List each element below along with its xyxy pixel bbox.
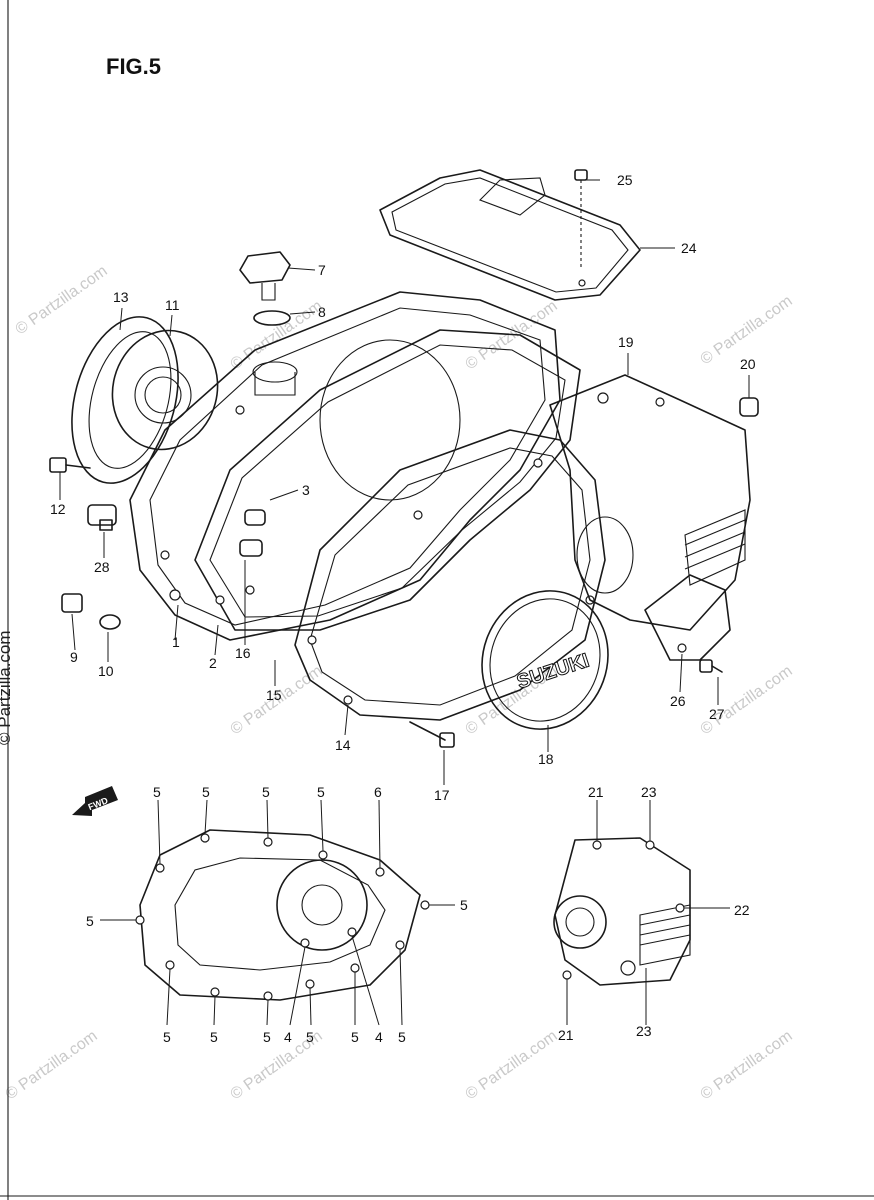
watermark: © Partzilla.com [13, 263, 111, 339]
callout-2: 2 [209, 655, 217, 671]
part-27-screw [699, 659, 723, 673]
watermarks: © Partzilla.com © Partzilla.com © Partzi… [0, 263, 796, 1104]
part-20-grommet [739, 397, 759, 417]
part-2-gasket [194, 329, 581, 631]
callout-5: 5 [153, 784, 161, 800]
callout-19: 19 [618, 334, 634, 350]
callout-21: 21 [588, 784, 604, 800]
callout-9: 9 [70, 649, 78, 665]
part-9-plug [61, 593, 83, 613]
watermark: © Partzilla.com [698, 663, 796, 739]
callout-7: 7 [318, 262, 326, 278]
fwd-direction-badge: FWD [72, 786, 118, 816]
brand-logo: SUZUKI [514, 650, 592, 694]
callout-5: 5 [460, 897, 468, 913]
callout-8: 8 [318, 304, 326, 320]
callout-1: 1 [172, 634, 180, 650]
callout-5: 5 [263, 1029, 271, 1045]
part-14-clutch-cover [294, 429, 606, 721]
part-12-bolt [49, 457, 91, 473]
callout-15: 15 [266, 687, 282, 703]
crankcase-body [129, 291, 561, 641]
part-26-small-cover [644, 574, 731, 661]
callout-4: 4 [375, 1029, 383, 1045]
part-10-washer [99, 614, 121, 630]
callout-5: 5 [317, 784, 325, 800]
part-11-plate [111, 329, 219, 451]
callout-5: 5 [398, 1029, 406, 1045]
clutch-cover-gasket-view [135, 829, 430, 1001]
callout-5: 5 [262, 784, 270, 800]
watermark-side: © Partzilla.com [0, 630, 14, 745]
part-25-bolt [574, 169, 588, 270]
callout-5: 5 [86, 913, 94, 929]
callout-28: 28 [94, 559, 110, 575]
callout-25: 25 [617, 172, 633, 188]
part-7-oil-cap [239, 251, 291, 301]
callout-5: 5 [306, 1029, 314, 1045]
callout-3: 3 [302, 482, 310, 498]
callout-21: 21 [558, 1027, 574, 1043]
callout-13: 13 [113, 289, 129, 305]
part-28-switch [87, 504, 117, 531]
callout-6: 6 [374, 784, 382, 800]
part-13-cover [71, 316, 179, 484]
callout-14: 14 [335, 737, 351, 753]
callout-22: 22 [734, 902, 750, 918]
part-8-o-ring [253, 310, 291, 326]
callout-10: 10 [98, 663, 114, 679]
watermark: © Partzilla.com [463, 298, 561, 374]
callout-5: 5 [202, 784, 210, 800]
watermark: © Partzilla.com [698, 1028, 796, 1104]
callout-16: 16 [235, 645, 251, 661]
watermark: © Partzilla.com [463, 1028, 561, 1104]
callout-5: 5 [163, 1029, 171, 1045]
callout-24: 24 [681, 240, 697, 256]
callout-26: 26 [670, 693, 686, 709]
part-16-dowel-pins [239, 509, 266, 557]
callout-5: 5 [351, 1029, 359, 1045]
watermark: © Partzilla.com [3, 1028, 101, 1104]
callout-12: 12 [50, 501, 66, 517]
callout-labels: 25 24 7 8 13 11 19 20 3 12 28 9 10 1 2 1… [50, 172, 756, 1045]
magneto-cover-gasket-view [553, 837, 691, 986]
callout-18: 18 [538, 751, 554, 767]
callout-23: 23 [636, 1023, 652, 1039]
callout-4: 4 [284, 1029, 292, 1045]
callout-5: 5 [210, 1029, 218, 1045]
leader-lines [59, 179, 750, 1026]
part-19-magneto-cover [549, 374, 751, 631]
callout-23: 23 [641, 784, 657, 800]
figure-title: FIG.5 [106, 54, 161, 79]
callout-20: 20 [740, 356, 756, 372]
part-24-cover-plate [379, 169, 641, 301]
callout-11: 11 [165, 297, 180, 313]
callout-27: 27 [709, 706, 725, 722]
part-17-bolt [409, 721, 455, 748]
callout-17: 17 [434, 787, 450, 803]
